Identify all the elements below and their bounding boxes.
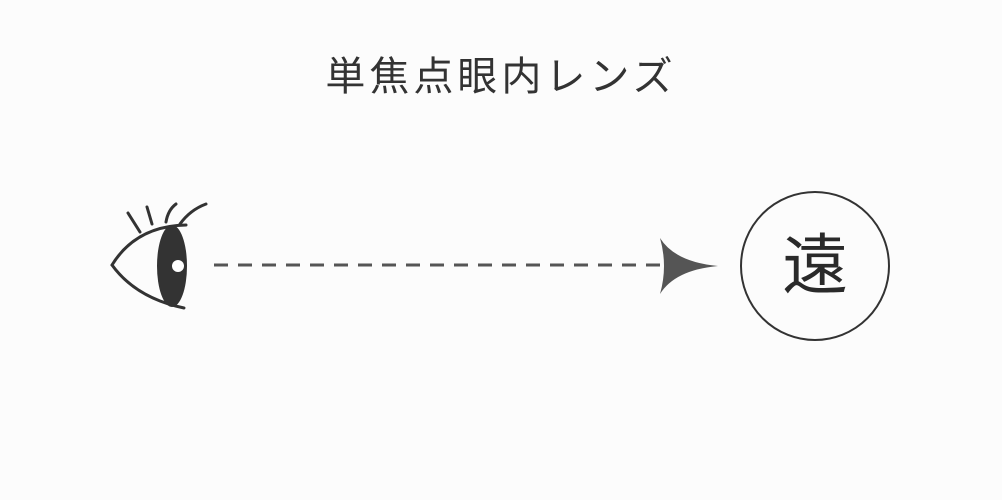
diagram-title: 単焦点眼内レンズ	[325, 54, 677, 100]
eye-icon	[110, 202, 208, 310]
pupil-highlight	[172, 260, 184, 272]
target-circle	[740, 191, 890, 341]
arrow-head	[660, 238, 718, 294]
distance-label-far: 遠	[782, 227, 848, 304]
arrow-right-icon	[214, 238, 718, 294]
